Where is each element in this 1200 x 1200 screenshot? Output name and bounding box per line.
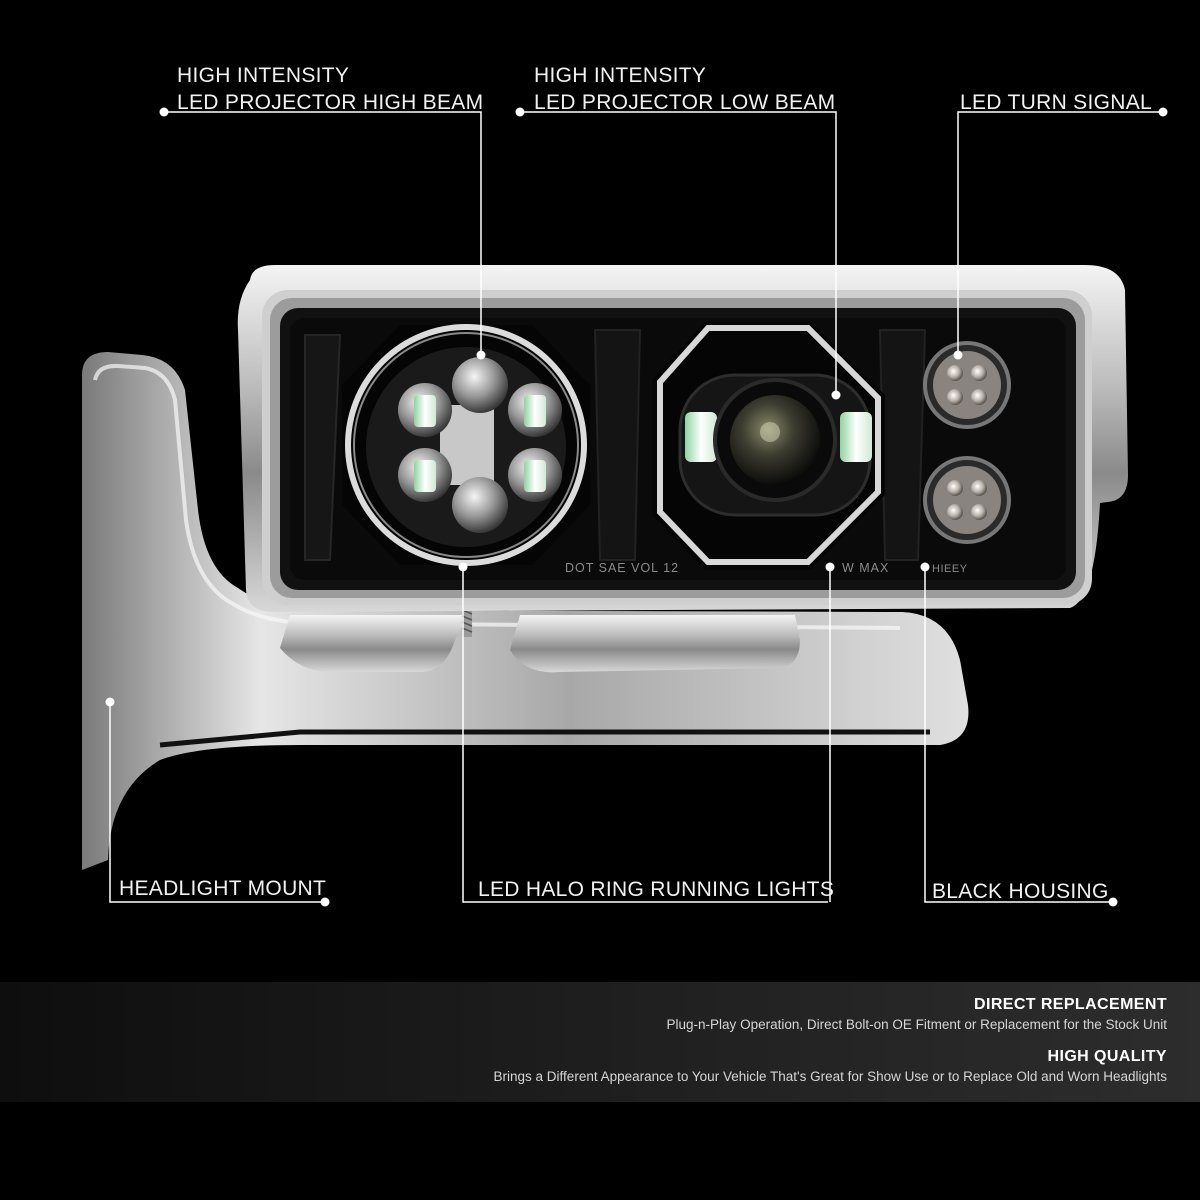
callout-lines [109, 111, 1163, 903]
turn-signal-module [923, 341, 1011, 544]
lens-marking-watt: W MAX [842, 561, 889, 575]
drl-led-left [685, 412, 717, 462]
headlight-mount-bracket [82, 352, 969, 870]
feature-description: Plug-n-Play Operation, Direct Bolt-on OE… [666, 1017, 1167, 1032]
callout-turn-signal: LED TURN SIGNAL [960, 89, 1152, 116]
high-beam-module [342, 324, 590, 566]
callout-headlight-mount: HEADLIGHT MOUNT [119, 875, 326, 902]
feature-description: Brings a Different Appearance to Your Ve… [493, 1069, 1167, 1084]
callout-high-beam-line1: HIGH INTENSITY [177, 64, 350, 87]
callout-turn-signal-text: LED TURN SIGNAL [960, 91, 1152, 114]
callout-headlight-mount-text: HEADLIGHT MOUNT [119, 877, 327, 900]
feature-panel: DIRECT REPLACEMENT Plug-n-Play Operation… [0, 982, 1200, 1102]
callout-halo-ring: LED HALO RING RUNNING LIGHTS [478, 876, 834, 903]
callout-low-beam-line2: LED PROJECTOR LOW BEAM [534, 91, 836, 114]
callout-low-beam-line1: HIGH INTENSITY [534, 64, 707, 87]
callout-dots [105, 107, 1168, 907]
callout-black-housing: BLACK HOUSING [932, 878, 1109, 905]
callout-low-beam: HIGH INTENSITY LED PROJECTOR LOW BEAM [534, 62, 835, 116]
callout-black-housing-text: BLACK HOUSING [932, 880, 1109, 903]
callout-high-beam-line2: LED PROJECTOR HIGH BEAM [177, 91, 484, 114]
feature-title: DIRECT REPLACEMENT [974, 996, 1167, 1013]
feature-title: HIGH QUALITY [1047, 1048, 1167, 1065]
halo-ring-right [657, 325, 881, 565]
lens-marking-dot: DOT SAE VOL 12 [565, 561, 679, 575]
drl-led-right [840, 412, 872, 462]
callout-halo-ring-text: LED HALO RING RUNNING LIGHTS [478, 878, 835, 901]
halo-ring-left [345, 324, 587, 566]
callout-high-beam: HIGH INTENSITY LED PROJECTOR HIGH BEAM [177, 62, 483, 116]
low-beam-module [652, 322, 885, 570]
high-beam-lens-cluster [398, 357, 562, 533]
brand-marking: HIEEY [932, 563, 968, 575]
